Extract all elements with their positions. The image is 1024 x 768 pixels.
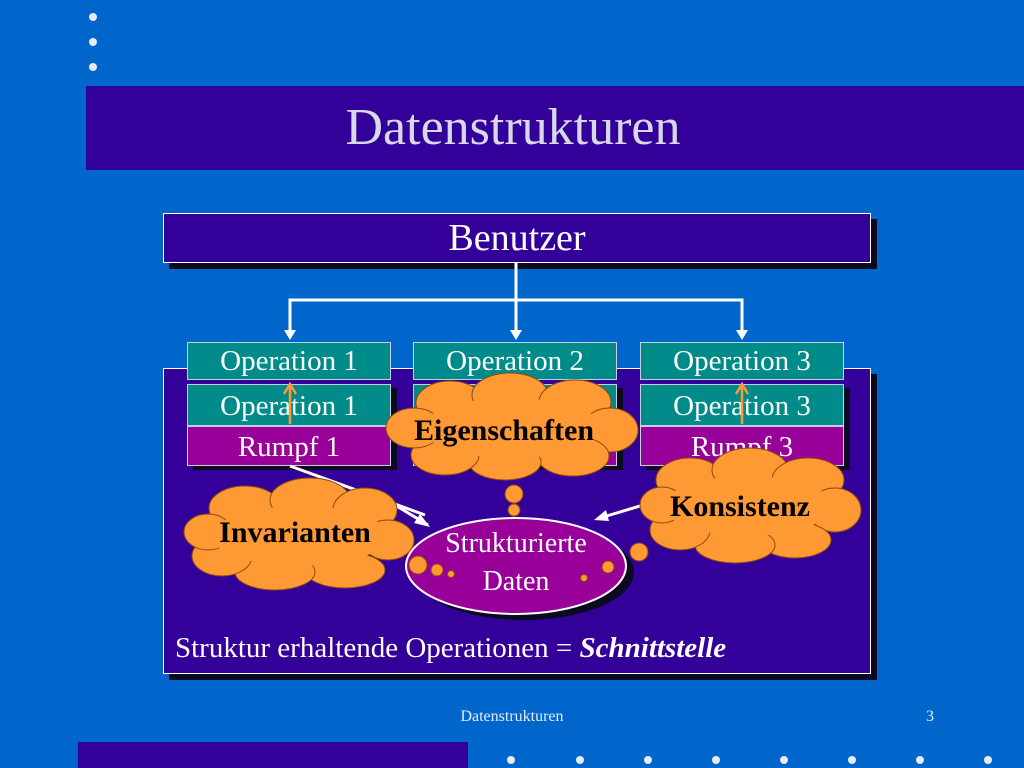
data-ellipse-line-1: Strukturierte <box>445 528 587 559</box>
orange-arrowhead-3 <box>734 381 750 395</box>
decor-dot <box>89 13 97 21</box>
cloud-eigenschaften-bubbles <box>504 484 524 526</box>
page-number: 3 <box>926 708 934 725</box>
arrowhead-op2 <box>510 330 522 340</box>
decor-dot <box>780 756 788 764</box>
cloud-invarianten <box>183 477 415 591</box>
cloud-eigenschaften <box>385 372 639 481</box>
rumpf-1: Rumpf 1 <box>187 426 391 466</box>
orange-arrowhead-1 <box>282 381 298 395</box>
slide-title: Datenstrukturen <box>345 99 681 156</box>
cloud-eigenschaften-label: Eigenschaften <box>414 414 594 447</box>
data-ellipse-line-2: Daten <box>483 566 550 597</box>
arrowhead-right <box>594 510 609 521</box>
decor-dot <box>507 756 515 764</box>
connector-bar <box>288 298 744 336</box>
decor-dot <box>916 756 924 764</box>
interface-statement-emphasis: Schnittstelle <box>579 632 727 664</box>
cloud-invarianten-bubbles <box>408 555 455 578</box>
cloud-konsistenz <box>639 447 862 564</box>
footer-title: Datenstrukturen <box>460 708 564 725</box>
interface-statement: Struktur erhaltende Operationen = Schnit… <box>175 632 726 665</box>
arrowhead-op1 <box>284 330 296 340</box>
operation-1-interface: Operation 1 <box>187 342 391 380</box>
bottom-bar <box>78 742 468 768</box>
decor-dot <box>712 756 720 764</box>
arrowhead-left <box>414 514 430 527</box>
cloud-konsistenz-label: Konsistenz <box>670 490 810 523</box>
user-label: Benutzer <box>448 217 586 259</box>
data-ellipse <box>405 517 627 615</box>
title-bar <box>86 86 1024 170</box>
decor-dot <box>576 756 584 764</box>
decor-dot <box>89 38 97 46</box>
operation-3-interface: Operation 3 <box>640 342 844 380</box>
data-arrowheads <box>414 510 609 527</box>
decor-dot <box>644 756 652 764</box>
cloud-konsistenz-bubbles <box>580 542 649 582</box>
arrowhead-op3 <box>736 330 748 340</box>
user-connectors <box>288 262 744 336</box>
interface-statement-text: Struktur erhaltende Operationen = <box>175 632 573 664</box>
decor-dot <box>89 63 97 71</box>
operation-2-interface: Operation 2 <box>413 342 617 380</box>
decor-dot <box>984 756 992 764</box>
user-box <box>163 213 871 263</box>
connector-arrowheads <box>284 330 748 340</box>
orange-arrows <box>282 381 750 424</box>
cloud-invarianten-label: Invarianten <box>219 516 371 549</box>
decor-dot <box>848 756 856 764</box>
